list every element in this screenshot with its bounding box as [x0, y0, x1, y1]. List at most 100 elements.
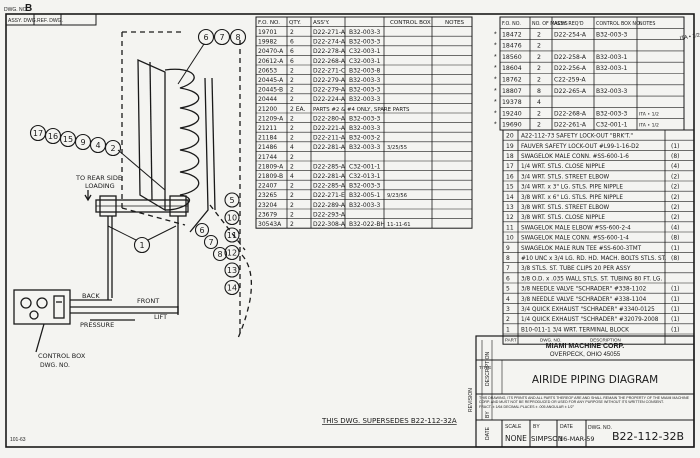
right-table-assy: D22-265-A	[554, 88, 587, 95]
left-table-assy: D22-293-A	[313, 211, 346, 218]
left-table-qty: 2 EA.	[290, 106, 306, 113]
left-table-fo: 21809-A	[258, 163, 284, 170]
bom-quantity: (8)	[671, 235, 680, 242]
left-table-qty: 2	[290, 163, 294, 170]
right-table-fo: 18560	[502, 54, 522, 61]
callout-number: 2	[110, 144, 115, 153]
right-table-machs: 8	[537, 88, 541, 95]
left-table-assy: PARTS #2 & #4 ONLY, SPARE PARTS	[313, 107, 410, 113]
left-table-assy: D22-285-A	[313, 183, 346, 190]
right-table-assy: D22-256-A	[554, 65, 587, 72]
right-table-assy: D22-261-A	[554, 122, 587, 129]
left-table-fo: 21184	[258, 135, 277, 142]
right-table-machs: 2	[537, 31, 541, 38]
callout-number: 13	[227, 266, 237, 275]
left-table-assy: D22-279-A	[313, 87, 346, 94]
bom-part-number: 18	[506, 153, 514, 160]
right-table-header: NOTES	[639, 21, 655, 27]
left-table-control-box: B32-005-1	[349, 192, 381, 199]
right-table-header: ASSY. REQ'D	[554, 21, 584, 27]
right-table-note: ITA • 1/2	[639, 111, 659, 117]
bom-description: SWAGELOK MALE RUN TEE #SS-600-3TMT	[521, 246, 642, 252]
right-table-fo: 19378	[502, 99, 522, 106]
callout-number: 7	[208, 238, 213, 247]
left-table-control-box: B32-003-3	[349, 144, 381, 151]
left-table-fo: 22407	[258, 183, 277, 190]
callout-balloon	[224, 227, 240, 243]
right-table-mark: *	[494, 99, 497, 106]
left-table-header: QTY.	[289, 20, 301, 26]
left-table-qty: 2	[290, 125, 294, 132]
left-table-assy: D22-271-C	[313, 67, 345, 74]
bom-quantity: (1)	[671, 316, 680, 323]
callout-number: 7	[219, 33, 224, 42]
bom-quantity: (2)	[671, 184, 680, 191]
bom-part-number: 2	[506, 316, 510, 323]
bom-quantity: (4)	[671, 163, 680, 170]
bom-part-number: 7	[506, 265, 510, 272]
left-table-qty: 2	[290, 211, 294, 218]
right-table-mark: *	[494, 54, 497, 61]
right-table-mark: *	[494, 88, 497, 95]
left-table-control-box: B32-003-3	[349, 29, 381, 36]
left-table-assy: D22-278-A	[313, 48, 346, 55]
corner-mark: 101-63	[10, 437, 26, 443]
bom-quantity: (2)	[671, 214, 680, 221]
left-table-header: CONTROL BOX	[390, 20, 431, 26]
left-table-assy: D22-271-A	[313, 29, 346, 36]
left-table-assy: D22-281-A	[313, 173, 346, 180]
bom-part-number: 17	[506, 163, 514, 170]
callout-balloon	[212, 246, 228, 262]
left-table-fo: 20445-B	[258, 87, 283, 94]
supersede-note: THIS DWG. SUPERSEDES B22-112-32A	[321, 417, 457, 425]
callout-balloon	[224, 279, 240, 296]
right-table-header: CONTROL BOX NO.	[596, 21, 641, 27]
bom-part-number: 8	[506, 255, 510, 262]
right-table-fo: 18807	[502, 88, 522, 95]
callout-number: 15	[63, 135, 73, 144]
company-name: MIAMI MACHINE CORP.	[546, 343, 624, 350]
left-table-qty: 2	[290, 183, 294, 190]
left-table-qty: 2	[290, 115, 294, 122]
callout-balloon	[224, 192, 240, 208]
bom-description: 3/4 WRT. STLS. STREET ELBOW	[521, 174, 610, 180]
bom-part-number: 3	[506, 306, 510, 313]
bom-description: 3/8 O.D. x .035 WALL STLS. ST. TUBING 80…	[521, 276, 662, 282]
bom-description: SWAGELOK MALE CONN. #SS-600-1-4	[521, 236, 629, 242]
bom-part-number: 16	[506, 173, 514, 180]
right-table-fo: 18472	[502, 31, 522, 38]
left-table-qty: 2	[290, 29, 294, 36]
by-value: SIMPSON	[531, 435, 563, 443]
side-label-revision: REVISION	[468, 388, 474, 412]
dwg-no-title: B22-112-32B	[612, 430, 684, 443]
left-table-fo: 21200	[258, 106, 277, 113]
bom-description: 3/4 WRT. x 3" LG. STLS. PIPE NIPPLE	[521, 185, 623, 191]
bom-description: B10-011-1 3/4 WRT. TERMINAL BLOCK	[521, 327, 629, 333]
left-table-assy: D22-280-A	[313, 115, 346, 122]
bom-description: SWAGELOK MALE ELBOW #SS-600-2-4	[521, 225, 631, 231]
right-table-mark: *	[494, 122, 497, 129]
callout-balloon	[197, 28, 215, 46]
right-table-control-box: B32-003-1	[596, 65, 628, 72]
tolerance-text: FRACT. ± 1/64 DECIMAL PLACES ± .005 ANGU…	[479, 404, 575, 409]
left-table-control-box: C32-001-1	[349, 163, 381, 170]
callout-balloon	[224, 244, 240, 261]
left-table-qty: 4	[290, 144, 294, 151]
left-table-fo: 19701	[258, 29, 277, 36]
left-table-fo: 20612-A	[258, 58, 284, 65]
left-table-fo: 21744	[258, 154, 277, 161]
label-control-dwg: DWG. NO.	[40, 362, 70, 369]
left-table-control-box: B32-003-3	[349, 202, 381, 209]
right-table-note: ITA • 1/2	[639, 123, 659, 129]
left-table-assy: D22-289-A	[313, 202, 346, 209]
callout-number: 6	[203, 33, 208, 42]
bom-description: FAUVER SAFETY LOCK-OUT #L99-1-16-D2	[521, 144, 640, 150]
bom-description: 3/8 WRT. STLS. CLOSE NIPPLE	[521, 215, 605, 221]
bom-part-number: 1	[506, 326, 510, 333]
right-table-fo: 19240	[502, 110, 522, 117]
bom-quantity: (8)	[671, 255, 680, 262]
callout-number: 1	[139, 241, 144, 250]
left-table-qty: 4	[290, 173, 294, 180]
